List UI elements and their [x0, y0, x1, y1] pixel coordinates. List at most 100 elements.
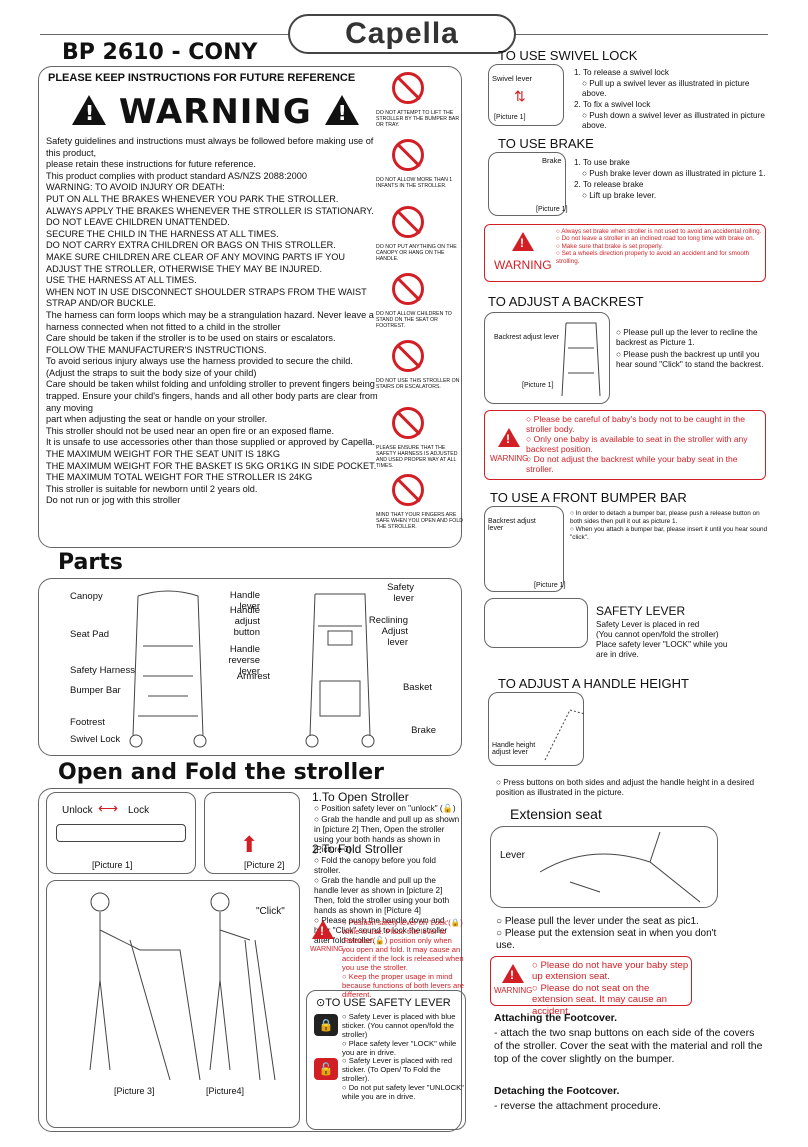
list-bullet: ○ — [342, 972, 349, 981]
lock-bar — [56, 824, 186, 842]
list-item-text: Always set brake when stroller is not us… — [561, 228, 762, 235]
list-item: ○ Please push the backrest up until you … — [616, 350, 768, 370]
swivel-picture-caption: [Picture 1] — [494, 114, 526, 121]
safety-lever2-title: SAFETY LEVER — [596, 604, 686, 618]
list-item: ○ Position safety lever on 'Lock'(🔒) whi… — [342, 918, 464, 972]
list-item: ○ Keep the proper usage in mind because … — [342, 972, 464, 999]
warning-line: This stroller is suitable for newborn un… — [46, 483, 258, 494]
warning-text: Safety guidelines and instructions must … — [46, 136, 378, 507]
list-bullet: ○ — [314, 815, 322, 824]
list-item: ○ Safety Lever is placed with red sticke… — [342, 1056, 464, 1083]
handle-height-label: Handle height adjust lever — [492, 742, 536, 756]
list-item-text: Push brake lever down as illustrated in … — [589, 169, 766, 178]
list-item-text: Place safety lever "LOCK" while you — [596, 640, 728, 649]
list-item: Safety Lever is placed in red — [596, 620, 766, 630]
part-label: Swivel Lock — [70, 734, 121, 745]
warning-line: The harness can form loops which may be … — [46, 309, 374, 332]
list-item-text: Position safety lever on "unlock" (🔓) — [321, 804, 456, 813]
list-item-text: Fold the canopy before you fold stroller… — [314, 856, 436, 875]
backrest-title: TO ADJUST A BACKREST — [488, 294, 644, 309]
list-item: ○ Fold the canopy before you fold stroll… — [314, 856, 460, 876]
list-item: are in drive. — [596, 650, 766, 660]
warning-line: This product complies with product stand… — [46, 170, 307, 181]
list-item-text: Safety Lever is placed in red — [596, 620, 700, 629]
warning-line: MAKE SURE CHILDREN ARE CLEAR OF ANY MOVI… — [46, 251, 345, 274]
picture1-caption: [Picture 1] — [92, 860, 133, 870]
list-bullet: ○ — [342, 918, 349, 927]
warning-triangle-icon — [324, 95, 359, 125]
warning-line: DO NOT LEAVE CHILDREN UNATTENDED. — [46, 217, 230, 228]
picture1-box — [46, 792, 196, 874]
brake-warning-box — [484, 224, 766, 282]
unlock-label: Unlock — [62, 805, 93, 816]
list-bullet: ○ — [526, 414, 534, 424]
prohibition-caption: DO NOT ALLOW CHILDREN TO STAND ON THE SE… — [376, 311, 452, 329]
list-item: ○ Do not put safety lever "UNLOCK" while… — [342, 1083, 464, 1101]
list-item: ○ Please be careful of baby's body not t… — [526, 414, 766, 434]
brake-warning-icon — [512, 232, 534, 256]
prohibition-icon — [392, 340, 424, 372]
list-item: ○ Please do not have your baby step up e… — [532, 960, 692, 983]
warning-triangle-icon — [72, 95, 106, 125]
list-bullet: ○ — [342, 1039, 349, 1048]
list-item-text: Please be careful of baby's body not to … — [526, 414, 745, 434]
folding-illustration — [89, 892, 276, 1081]
prohibition-icon — [392, 474, 424, 506]
backrest-warning-label: WARNING — [490, 454, 529, 463]
warning-line: WARNING: TO AVOID INJURY OR DEATH: — [46, 182, 225, 193]
backrest-warning-icon — [498, 428, 520, 452]
list-item-text: Safety Lever is placed with blue sticker… — [342, 1012, 456, 1039]
prohibition-icon — [392, 72, 424, 104]
list-item: ○ Lift up brake lever. — [582, 191, 774, 201]
safety-lever-picture — [484, 598, 588, 648]
swivel-title: TO USE SWIVEL LOCK — [498, 48, 638, 63]
list-item-text: (You cannot open/fold the stroller) — [596, 630, 719, 639]
click-label: "Click" — [256, 906, 285, 917]
extension-title: Extension seat — [510, 806, 602, 822]
list-item-text: are in drive. — [596, 650, 639, 659]
open-fold-warnings: ○ Position safety lever on 'Lock'(🔒) whi… — [342, 918, 464, 999]
open-steps: ○ Position safety lever on "unlock" (🔓)○… — [314, 804, 460, 856]
list-item-text: Please pull the lever under the seat as … — [504, 916, 699, 927]
list-item-text: Only one baby is available to seat in th… — [526, 434, 748, 454]
lock-label: Lock — [128, 805, 150, 816]
extension-illustration — [539, 832, 701, 903]
swivel-steps: 1. To release a swivel lock○ Pull up a s… — [574, 68, 774, 132]
picture4-caption: [Picture4] — [206, 1086, 245, 1096]
prohibition-caption: DO NOT ATTEMPT TO LIFT THE STROLLER BY T… — [376, 110, 460, 128]
extension-label: Lever — [500, 850, 526, 861]
bumper-picture-caption: [Picture 1] — [534, 582, 566, 589]
list-item-text: Please put the extension seat in when yo… — [496, 928, 717, 951]
prohibition-caption: MIND THAT YOUR FINGERS ARE SAFE WHEN YOU… — [376, 512, 463, 530]
warning-line: Safety guidelines and instructions must … — [46, 136, 374, 158]
warning-line: Care should be taken whilst folding and … — [46, 379, 378, 413]
list-item: ○ Safety Lever is placed with blue stick… — [342, 1012, 464, 1039]
list-item-text: Please push the handle down and hear "Cl… — [314, 916, 448, 945]
list-item-text: Pull up a swivel lever as illustrated in… — [582, 79, 750, 98]
list-item-text: Grab the handle and pull up as shown in … — [314, 815, 460, 854]
extension-warning-icon — [502, 964, 524, 988]
list-item-text: Do not put safety lever "UNLOCK" while y… — [342, 1083, 464, 1101]
brake-title: TO USE BRAKE — [498, 136, 594, 151]
list-bullet: ○ — [314, 856, 322, 865]
safety-lever-lines: Safety Lever is placed in red(You cannot… — [596, 620, 766, 660]
extension-picture — [490, 826, 718, 908]
extension-warnings: ○ Please do not have your baby step up e… — [532, 960, 692, 1017]
brake-picture-caption: [Picture 1] — [536, 206, 568, 213]
list-bullet: ○ — [342, 1056, 349, 1065]
fold-stroller-title: 2.To Fold Stroller — [312, 842, 403, 856]
list-bullet: ○ — [582, 191, 590, 200]
list-item-text: Grab the handle and pull up the handle l… — [314, 876, 450, 915]
list-item-text: Do not leave a stroller in an inclined r… — [561, 235, 755, 243]
open-stroller-title: 1.To Open Stroller — [312, 790, 409, 804]
swivel-label: Swivel lever — [492, 74, 533, 83]
warning-line: SECURE THE CHILD IN THE HARNESS AT ALL T… — [46, 228, 279, 239]
header-rule-right — [514, 34, 768, 35]
open-fold-warning-label: WARNING — [310, 946, 344, 953]
prohibition-caption: DO NOT PUT ANYTHING ON THE CANOPY OR HAN… — [376, 244, 457, 262]
list-bullet: ○ — [570, 526, 576, 533]
part-label: Reclining Adjust lever — [368, 615, 408, 648]
list-item-text: Please do not have your baby step up ext… — [532, 960, 689, 983]
bumper-picture — [484, 506, 564, 592]
list-item: ○ Please put the extension seat in when … — [496, 928, 726, 952]
